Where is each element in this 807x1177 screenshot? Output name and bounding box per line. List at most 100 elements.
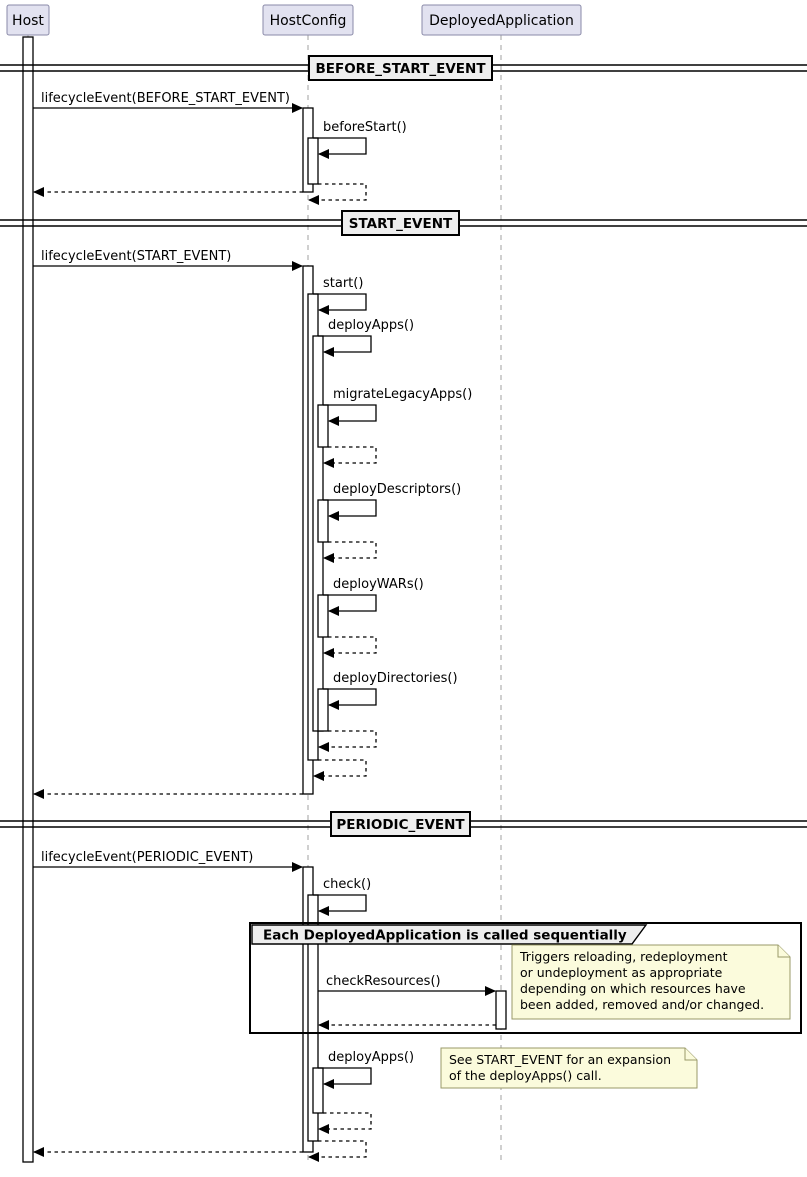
message-m23	[318, 1112, 372, 1134]
message-m14: deployDirectories()	[323, 671, 458, 710]
message-m10: deployDescriptors()	[323, 482, 461, 521]
activation-bar-hc-start-directories	[317, 688, 329, 732]
participant-box-hostconfig[interactable]	[262, 4, 354, 36]
participant-label-hostconfig: HostConfig	[270, 13, 347, 29]
participant-box-host[interactable]	[6, 4, 50, 36]
message-label-m14: deployDirectories()	[333, 671, 458, 686]
participant-hostconfig[interactable]: HostConfig	[262, 4, 354, 36]
divider-label-periodic-event: PERIODIC_EVENT	[336, 817, 465, 833]
note-fold-note-deploy-apps	[684, 1048, 697, 1061]
lifelines-layer	[27, 35, 502, 1165]
message-self-path-m16	[313, 759, 367, 781]
message-label-m6: start()	[323, 276, 363, 291]
message-self-path-m19	[313, 894, 367, 916]
message-m5: lifecycleEvent(START_EVENT)	[33, 249, 303, 271]
message-self-path-m10	[323, 499, 377, 521]
message-m19: check()	[313, 877, 371, 916]
group-label-loop-each-deployed-application: Each DeployedApplication is called seque…	[263, 928, 627, 944]
note-body-note-check-resources	[511, 944, 791, 1020]
activation-bar-hc-start-migrate	[317, 404, 329, 448]
message-m3	[308, 183, 367, 205]
activation-bar-hc-start-wars	[317, 594, 329, 638]
activation-bar-hc-periodic-l3	[312, 1067, 324, 1114]
message-m9	[323, 446, 377, 468]
divider-start-event: START_EVENT	[0, 210, 807, 236]
message-label-m18: lifecycleEvent(PERIODIC_EVENT)	[41, 850, 253, 865]
message-label-m7: deployApps()	[328, 318, 414, 333]
message-m22: deployApps()	[318, 1050, 414, 1089]
message-m18: lifecycleEvent(PERIODIC_EVENT)	[33, 850, 303, 872]
message-self-path-m3	[308, 183, 367, 205]
message-m12: deployWARs()	[323, 577, 424, 616]
divider-box-start-event	[341, 210, 460, 236]
message-self-path-m15	[318, 730, 377, 752]
message-self-path-m22	[318, 1067, 372, 1089]
message-m24	[308, 1140, 367, 1162]
message-m20: checkResources()	[318, 974, 496, 996]
message-label-m2: beforeStart()	[323, 120, 407, 135]
message-m11	[323, 541, 377, 563]
message-m15	[318, 730, 377, 752]
divider-before-start-event: BEFORE_START_EVENT	[0, 55, 807, 81]
note-line-note-deploy-apps-0: See START_EVENT for an expansion	[449, 1052, 671, 1067]
activation-bar-hc-start-descriptors	[317, 499, 329, 543]
message-self-path-m23	[318, 1112, 372, 1134]
divider-periodic-event: PERIODIC_EVENT	[0, 811, 807, 837]
activation-bar-host-activation	[22, 36, 34, 1163]
message-label-m12: deployWARs()	[333, 577, 424, 592]
participant-label-deployedapp: DeployedApplication	[429, 13, 574, 29]
message-self-path-m6	[313, 293, 367, 315]
note-body-note-deploy-apps	[440, 1047, 698, 1089]
message-m8: migrateLegacyApps()	[323, 387, 472, 426]
participant-box-deployedapp[interactable]	[421, 4, 582, 36]
note-fold-note-check-resources	[777, 945, 790, 958]
message-self-path-m11	[323, 541, 377, 563]
message-m7: deployApps()	[318, 318, 414, 357]
message-m2: beforeStart()	[313, 120, 407, 159]
activation-bar-da-check-resources	[495, 990, 507, 1030]
message-label-m8: migrateLegacyApps()	[333, 387, 472, 402]
group-frame-loop-each-deployed-application	[249, 922, 802, 1034]
message-m1: lifecycleEvent(BEFORE_START_EVENT)	[33, 91, 303, 113]
message-self-path-m8	[323, 404, 377, 426]
activation-bar-hc-before-start-l2	[307, 137, 319, 185]
messages-layer: lifecycleEvent(BEFORE_START_EVENT)before…	[33, 91, 496, 1162]
divider-box-before-start-event	[308, 55, 493, 81]
participant-deployedapp[interactable]: DeployedApplication	[421, 4, 582, 36]
participants-layer: Host HostConfig DeployedApplication	[6, 4, 582, 36]
message-self-path-m13	[323, 636, 377, 658]
message-label-m1: lifecycleEvent(BEFORE_START_EVENT)	[41, 91, 290, 106]
note-line-note-check-resources-3: been added, removed and/or changed.	[520, 997, 764, 1012]
message-label-m20: checkResources()	[326, 974, 441, 989]
activations-layer	[22, 36, 507, 1163]
dividers-layer: BEFORE_START_EVENT START_EVENT PERIODIC_EV…	[0, 55, 807, 837]
message-self-path-m12	[323, 594, 377, 616]
message-m6: start()	[313, 276, 367, 315]
note-line-note-check-resources-1: or undeployment as appropriate	[520, 965, 723, 980]
note-line-note-check-resources-0: Triggers reloading, redeployment	[519, 949, 728, 964]
divider-label-start-event: START_EVENT	[349, 216, 453, 232]
message-self-path-m24	[308, 1140, 367, 1162]
message-self-path-m7	[318, 335, 372, 357]
message-m16	[313, 759, 367, 781]
message-self-path-m9	[323, 446, 377, 468]
message-m13	[323, 636, 377, 658]
group-tab-loop-each-deployed-application	[251, 924, 648, 945]
participant-label-host: Host	[12, 13, 44, 29]
message-label-m10: deployDescriptors()	[333, 482, 461, 497]
message-label-m5: lifecycleEvent(START_EVENT)	[41, 249, 231, 264]
message-self-path-m2	[313, 137, 367, 159]
message-label-m19: check()	[323, 877, 371, 892]
participant-host[interactable]: Host	[6, 4, 50, 36]
divider-box-periodic-event	[330, 811, 471, 837]
message-self-path-m14	[323, 688, 377, 710]
groups-layer: Each DeployedApplication is called seque…	[249, 922, 802, 1034]
message-label-m22: deployApps()	[328, 1050, 414, 1065]
note-line-note-deploy-apps-1: of the deployApps() call.	[449, 1068, 602, 1083]
note-line-note-check-resources-2: depending on which resources have	[520, 981, 746, 996]
divider-label-before-start-event: BEFORE_START_EVENT	[315, 61, 486, 77]
